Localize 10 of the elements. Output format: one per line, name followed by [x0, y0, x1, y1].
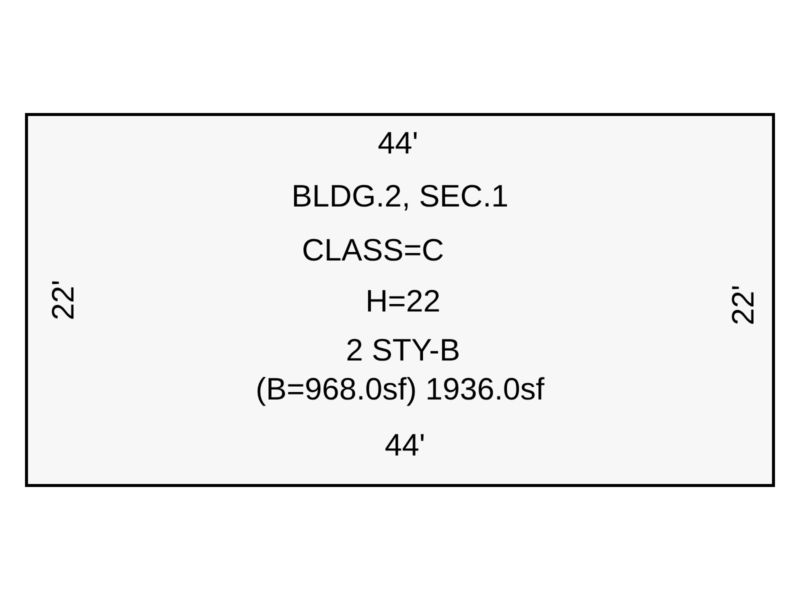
- class-label: CLASS=C: [302, 234, 444, 266]
- area-label: (B=968.0sf) 1936.0sf: [256, 374, 544, 404]
- dimension-label: 22': [48, 280, 78, 320]
- building-outline: [25, 113, 775, 487]
- dimension-label: 22': [728, 284, 758, 326]
- story-label: 2 STY-B: [346, 334, 460, 366]
- building-label: BLDG.2, SEC.1: [291, 180, 509, 212]
- dimension-label: 44': [384, 430, 426, 460]
- height-label: H=22: [366, 286, 440, 316]
- dimension-label: 44': [378, 128, 418, 158]
